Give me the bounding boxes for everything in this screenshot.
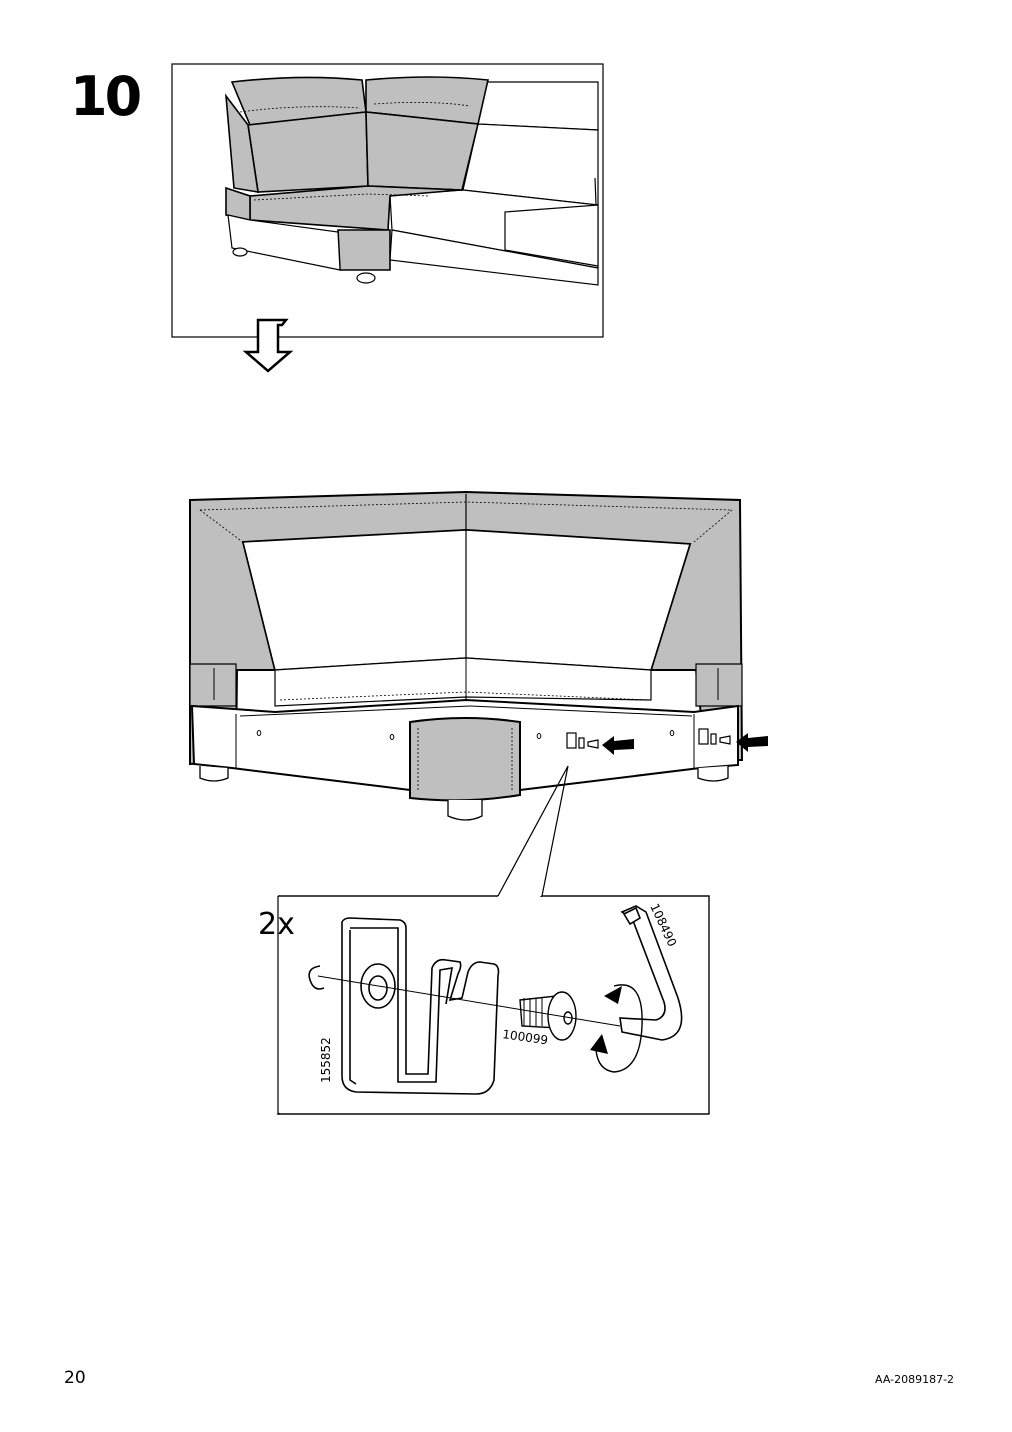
page-number: 20 bbox=[64, 1368, 86, 1388]
detail-panel: 2x 155852 100099 bbox=[258, 895, 710, 1115]
corner-module-back bbox=[189, 490, 744, 821]
part-number-screw: 100099 bbox=[502, 1027, 549, 1047]
quantity-label: 2x bbox=[258, 907, 295, 942]
push-arrow-icon bbox=[602, 733, 768, 755]
step-number: 10 bbox=[70, 65, 142, 128]
document-code: AA-2089187-2 bbox=[875, 1373, 955, 1386]
overview-panel bbox=[171, 63, 604, 338]
part-number-bracket: 155852 bbox=[319, 1037, 333, 1083]
arrow-down-icon bbox=[242, 318, 294, 373]
